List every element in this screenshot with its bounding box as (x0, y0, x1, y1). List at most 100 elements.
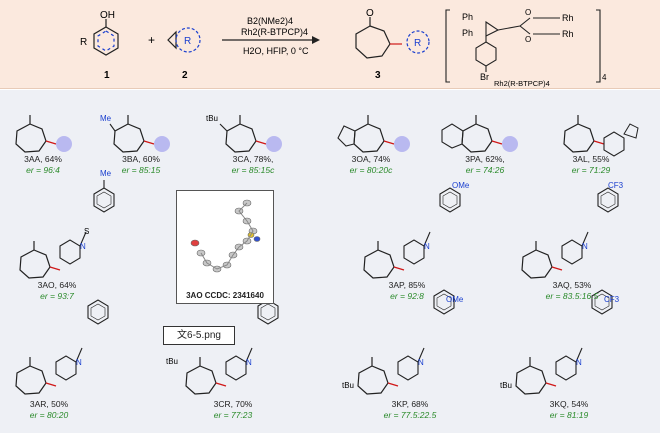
product-o-label: O (366, 8, 374, 19)
phenol-structure (93, 19, 119, 56)
catalyst-structure (445, 9, 601, 83)
structure-3AL (563, 114, 639, 157)
compound-number-2: 2 (182, 70, 188, 81)
er-3PA: er = 74:26 (465, 165, 505, 175)
structure-3AQ (521, 187, 619, 279)
reaction-scheme: OH R 1 + R 2 B2(NMe2)4 Rh2(R-BTPCP)4 H2O… (80, 8, 607, 88)
tbu-label-3CA: tBu (206, 114, 218, 123)
catalyst-ph1: Ph (462, 12, 473, 22)
product-r-label: R (414, 38, 421, 49)
label-3AO: 3AO, 64% er = 93:7 (22, 280, 92, 302)
tbu-label-3KQ: tBu (500, 381, 512, 390)
filename-tooltip: 文6-5.png (163, 326, 235, 345)
yield-3AP: 3AP, 85% (388, 280, 426, 290)
yield-3KP: 3KP, 68% (391, 399, 429, 409)
label-3AR: 3AR, 50% er = 80:20 (14, 399, 84, 421)
yield-3AO: 3AO, 64% (37, 280, 77, 290)
compound-number-3: 3 (375, 70, 381, 81)
structure-3OA (337, 114, 410, 153)
structure-3CR (185, 299, 279, 395)
structure-3PA (441, 114, 518, 153)
tbu-label-3CR: tBu (166, 357, 178, 366)
cf3-label-3AQ: CF3 (608, 181, 624, 190)
cyclopropene-r-label: R (184, 36, 191, 47)
ome-label-3KP: OMe (446, 295, 464, 304)
label-3KP: 3KP, 68% er = 77.5:22.5 (370, 399, 450, 421)
structures-canvas: Me tBu (15, 114, 639, 395)
tbu-label-3KP: tBu (342, 381, 354, 390)
compound-number-1: 1 (104, 70, 110, 81)
label-3AQ: 3AQ, 53% er = 83.5:16.5 (532, 280, 612, 302)
n-label-3AQ: N (582, 242, 588, 251)
label-3AL: 3AL, 55% er = 71:29 (556, 154, 626, 176)
er-3KP: er = 77.5:22.5 (383, 410, 437, 420)
label-3KQ: 3KQ, 54% er = 81:19 (534, 399, 604, 421)
catalyst-rh1: Rh (562, 13, 574, 23)
label-3AA: 3AA, 64% er = 96:4 (8, 154, 78, 176)
er-3AA: er = 96:4 (26, 165, 60, 175)
structure-3AO (19, 180, 115, 279)
xray-ortep (190, 199, 261, 273)
n-label-3KP: N (418, 358, 424, 367)
n-label-3AO: N (80, 242, 86, 251)
catalyst-rh2: Rh (562, 29, 574, 39)
er-3AQ: er = 83.5:16.5 (545, 291, 599, 301)
yield-3AA: 3AA, 64% (24, 154, 62, 164)
yield-3CA: 3CA, 78%, (232, 154, 274, 164)
structure-3AR (15, 299, 109, 395)
structure-3AP (363, 187, 461, 279)
er-3AR: er = 80:20 (29, 410, 69, 420)
n-label-3AP: N (424, 242, 430, 251)
product-structure (355, 17, 430, 59)
structure-3KQ (515, 289, 613, 395)
catalyst-br: Br (480, 72, 489, 82)
ome-label-3AP: OMe (452, 181, 470, 190)
s-label-3AO: S (84, 227, 89, 236)
er-3KQ: er = 81:19 (549, 410, 589, 420)
label-3CR: 3CR, 70% er = 77:23 (198, 399, 268, 421)
n-label-3CR: N (246, 358, 252, 367)
catalyst-ph2: Ph (462, 28, 473, 38)
phenol-oh-label: OH (100, 10, 115, 21)
er-3OA: er = 80:20c (349, 165, 393, 175)
catalyst-subscript: 4 (602, 73, 607, 82)
yield-3CR: 3CR, 70% (213, 399, 253, 409)
phenol-r-label: R (80, 37, 87, 48)
xray-caption: 3AO CCDC: 2341640 (186, 291, 264, 300)
me-label-3BA: Me (100, 114, 112, 123)
structure-3BA (109, 114, 170, 153)
er-3AO: er = 93:7 (40, 291, 74, 301)
n-label-3AR: N (76, 358, 82, 367)
catalyst-o1: O (525, 8, 531, 17)
yield-3PA: 3PA, 62%, (465, 154, 505, 164)
label-3AP: 3AP, 85% er = 92:8 (372, 280, 442, 302)
plus-sign: + (148, 33, 155, 47)
label-3BA: 3BA, 60% er = 85:15 (106, 154, 176, 176)
cyclopropene-structure (167, 27, 201, 53)
yield-3BA: 3BA, 60% (122, 154, 160, 164)
yield-3AQ: 3AQ, 53% (552, 280, 592, 290)
label-3PA: 3PA, 62%, er = 74:26 (450, 154, 520, 176)
er-3AL: er = 71:29 (571, 165, 611, 175)
catalyst-name: Rh2(R-BTPCP)4 (494, 79, 550, 88)
structure-3AA (15, 114, 72, 153)
substrate-scope-panel: Me tBu (0, 90, 660, 433)
er-3CA: er = 85:15c (231, 165, 275, 175)
yield-3KQ: 3KQ, 54% (549, 399, 589, 409)
er-3AP: er = 92:8 (390, 291, 424, 301)
label-3OA: 3OA, 74% er = 80:20c (336, 154, 406, 176)
reaction-scheme-panel: OH R 1 + R 2 B2(NMe2)4 Rh2(R-BTPCP)4 H2O… (0, 0, 660, 89)
structure-3CA (219, 114, 282, 153)
structure-3KP (357, 289, 455, 395)
condition-reagent: B2(NMe2)4 (247, 16, 293, 26)
er-3CR: er = 77:23 (213, 410, 253, 420)
label-3CA: 3CA, 78%, er = 85:15c (218, 154, 288, 176)
cf3-label-3KQ: CF3 (604, 295, 620, 304)
condition-solvent: H2O, HFIP, 0 °C (243, 46, 309, 56)
yield-3AL: 3AL, 55% (572, 154, 610, 164)
me-label-3AO: Me (100, 169, 112, 178)
catalyst-o2: O (525, 35, 531, 44)
n-label-3KQ: N (576, 358, 582, 367)
er-3BA: er = 85:15 (121, 165, 161, 175)
